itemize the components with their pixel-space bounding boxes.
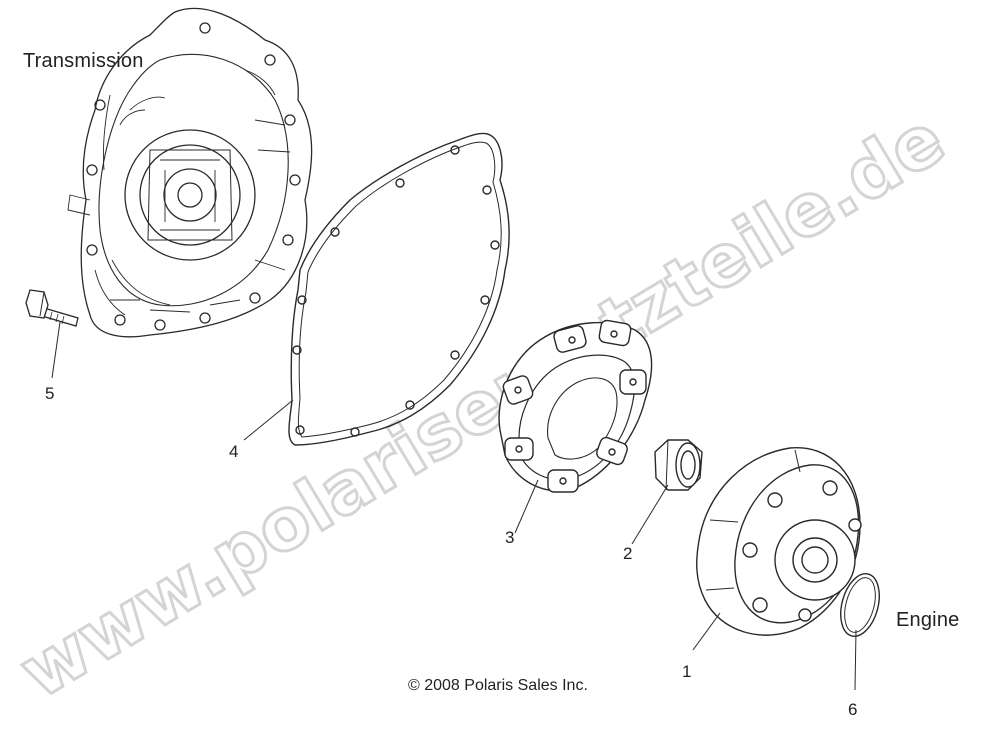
callout-4: 4 [229, 442, 239, 461]
gasket-part-4 [288, 132, 510, 446]
bolt-part-5 [25, 289, 79, 327]
callout-2: 2 [623, 544, 633, 563]
callout-3: 3 [505, 528, 515, 547]
nut-part-2 [654, 439, 703, 491]
coupling-part-3 [498, 319, 653, 493]
callout-6: 6 [848, 700, 858, 719]
copyright-text: © 2008 Polaris Sales Inc. [408, 677, 588, 694]
watermark: www.polarisersatzteile.de [4, 95, 960, 716]
callout-5: 5 [45, 384, 55, 403]
hub-part-1 [696, 447, 862, 636]
transmission-label: Transmission [23, 50, 144, 72]
leader-lines [51, 321, 857, 691]
transmission-housing [67, 7, 313, 338]
engine-label: Engine [896, 609, 960, 631]
watermark-text: www.polarisersatzteile.de [5, 96, 958, 714]
callout-1: 1 [682, 662, 692, 681]
ring-part-6 [840, 573, 880, 637]
